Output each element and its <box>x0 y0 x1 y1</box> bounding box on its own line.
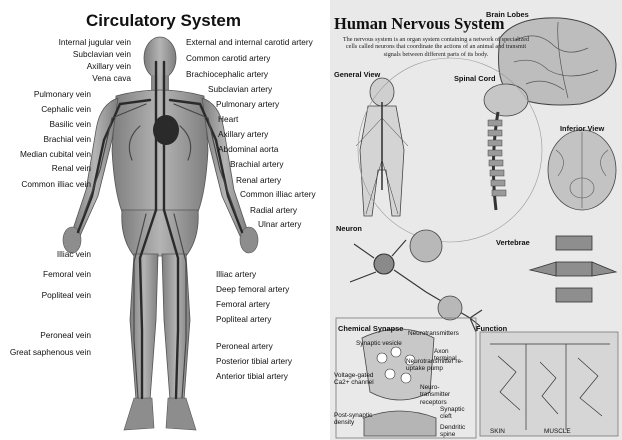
label-deep-femoral-artery: Deep femoral artery <box>216 284 289 294</box>
label-femoral-vein: Femoral vein <box>43 269 91 279</box>
label-brachial-vein: Brachial vein <box>43 134 91 144</box>
label-radial-artery: Radial artery <box>250 205 297 215</box>
label-illiac-vein: Illiac vein <box>57 249 91 259</box>
function-label-muscle: MUSCLE <box>544 428 571 435</box>
label-median-cubital-vein: Median cubital vein <box>20 149 91 159</box>
synapse-label-receptors: Neuro-transmitter receptors <box>420 384 468 406</box>
label-axillary-artery: Axillary artery <box>218 129 268 139</box>
label-popliteal-artery: Popliteal artery <box>216 314 271 324</box>
label-brachial-artery: Brachial artery <box>230 159 284 169</box>
label-basilic-vein: Basilic vein <box>49 119 91 129</box>
label-heart: Heart <box>218 114 238 124</box>
label-illiac-artery: Illiac artery <box>216 269 256 279</box>
section-chemical-synapse: Chemical Synapse <box>338 324 403 333</box>
label-popliteal-vein: Popliteal vein <box>42 290 91 300</box>
label-vena-cava: Vena cava <box>92 73 131 83</box>
label-peroneal-artery: Peroneal artery <box>216 341 273 351</box>
nervous-title: Human Nervous System <box>334 14 505 34</box>
nervous-system-panel: Human Nervous System The nervous system … <box>330 0 622 440</box>
nervous-description: The nervous system is an organ system co… <box>342 36 530 58</box>
synapse-label-vesicle: Synaptic vesicle <box>356 340 402 347</box>
synapse-label-axon-terminal: Axon terminal <box>434 348 470 363</box>
label-renal-artery: Renal artery <box>236 175 281 185</box>
synapse-label-neurotransmitters: Neurotransmitters <box>408 330 459 337</box>
label-pulmonary-artery: Pulmonary artery <box>216 99 279 109</box>
circulatory-panel: Circulatory System <box>0 0 327 440</box>
synapse-label-ca-channel: Voltage-gated Ca2+ channel <box>334 372 376 387</box>
label-peroneal-vein: Peroneal vein <box>40 330 91 340</box>
label-posterior-tibial-artery: Posterior tibial artery <box>216 356 292 366</box>
synapse-label-dendritic-spine: Dendritic spine <box>440 424 476 439</box>
label-subclavian-artery: Subclavian artery <box>208 84 272 94</box>
label-cephalic-vein: Cephalic vein <box>41 104 91 114</box>
label-subclavian-vein: Subclavian vein <box>73 49 131 59</box>
section-brain-lobes: Brain Lobes <box>486 10 529 19</box>
label-renal-vein: Renal vein <box>52 163 91 173</box>
section-spinal-cord: Spinal Cord <box>454 74 495 83</box>
label-pulmonary-vein: Pulmonary vein <box>34 89 91 99</box>
label-ulnar-artery: Ulnar artery <box>258 219 301 229</box>
label-anterior-tibial-artery: Anterior tibial artery <box>216 371 288 381</box>
label-great-saphenous-vein: Great saphenous vein <box>10 347 91 357</box>
section-general-view: General View <box>334 70 380 79</box>
label-femoral-artery: Femoral artery <box>216 299 270 309</box>
label-common-carotid-artery: Common carotid artery <box>186 53 270 63</box>
label-common-illiac-vein: Common illiac vein <box>21 179 91 189</box>
synapse-label-post-synaptic-density: Post-synaptic density <box>334 412 378 427</box>
label-axillary-vein: Axillary vein <box>87 61 131 71</box>
label-brachiocephalic-artery: Brachiocephalic artery <box>186 69 268 79</box>
synapse-label-synaptic-cleft: Synaptic cleft <box>440 406 476 421</box>
label-internal-jugular-vein: Internal jugular vein <box>59 37 131 47</box>
function-label-skin: SKIN <box>490 428 505 435</box>
label-common-illiac-artery: Common illiac artery <box>240 189 316 199</box>
section-inferior-view: Inferior View <box>560 124 604 133</box>
section-vertebrae: Vertebrae <box>496 238 530 247</box>
label-abdominal-aorta: Abdominal aorta <box>218 144 278 154</box>
section-neuron: Neuron <box>336 224 362 233</box>
section-function: Function <box>476 324 507 333</box>
label-external-internal-carotid-artery: External and internal carotid artery <box>186 37 313 47</box>
